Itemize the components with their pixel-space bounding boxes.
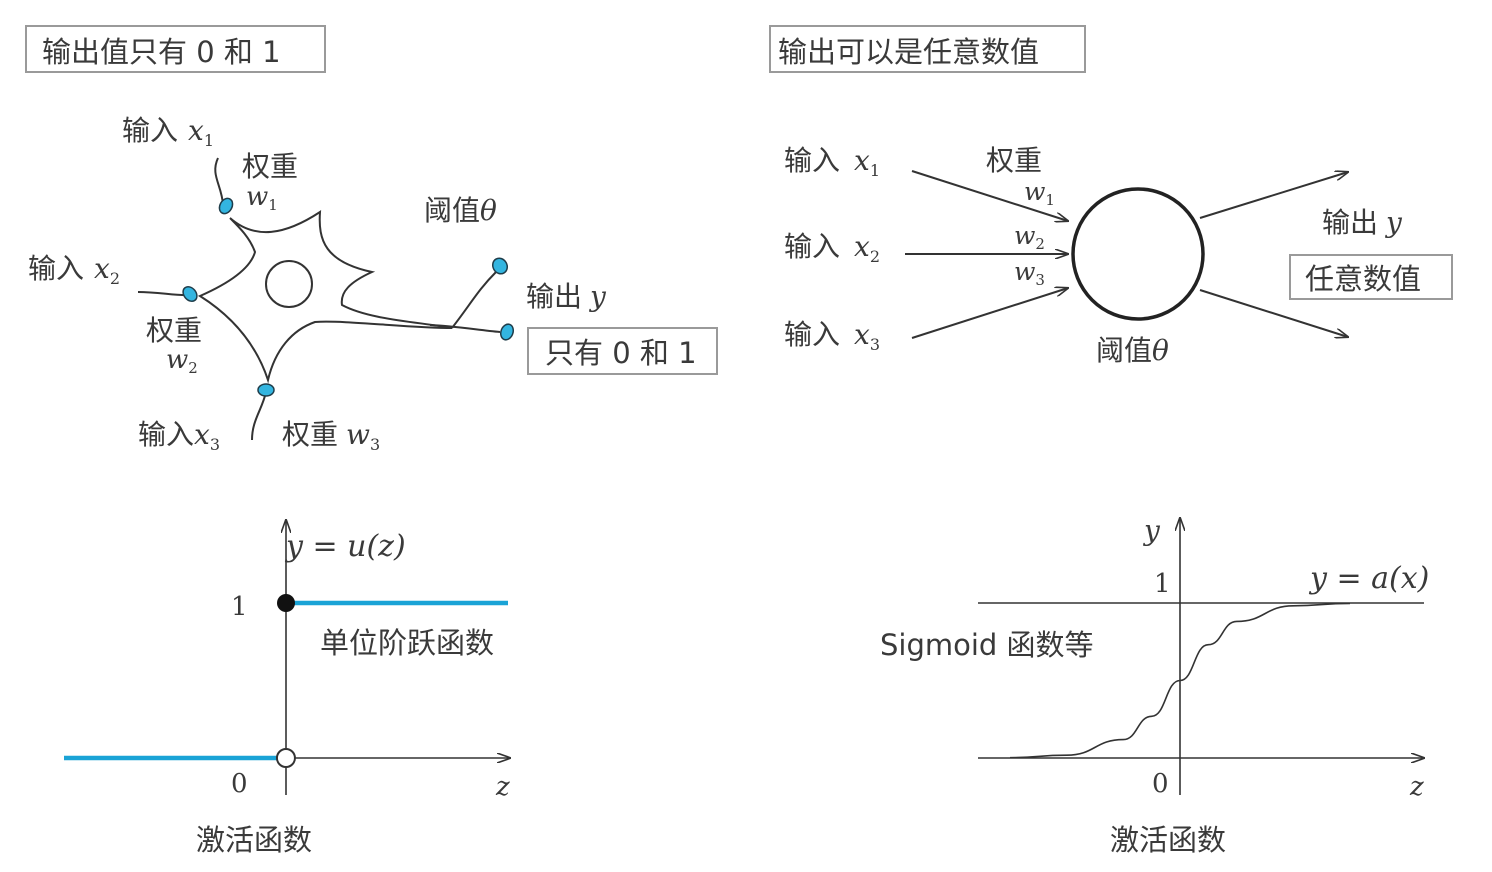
step-function-chart: y = u(z) 1 0 z 单位阶跃函数 激活函数	[64, 520, 510, 857]
step-open-point	[275, 748, 296, 768]
left-header-text: 输出值只有 0 和 1	[42, 35, 281, 69]
step-equation: y = u(z)	[284, 529, 406, 564]
sigmoid-equation: y = a(x)	[1308, 561, 1429, 596]
right-w1-label: w1	[1024, 177, 1055, 209]
sigmoid-curve	[1009, 602, 1351, 759]
step-x-axis-label: z	[495, 772, 510, 802]
step-filled-point	[277, 594, 295, 612]
synapse-3-icon	[257, 383, 275, 397]
dendrite-2	[137, 291, 191, 297]
left-weight2-label: 权重	[146, 314, 202, 347]
input1-arrow	[911, 170, 1068, 221]
synapse-1-icon	[218, 197, 234, 215]
output-arrow-upper	[1199, 172, 1348, 219]
neuron-node	[1071, 187, 1205, 321]
sigmoid-origin-label: 0	[1152, 769, 1169, 799]
dendrite-1	[214, 157, 224, 206]
synapse-2-icon	[182, 286, 198, 302]
step-y-tick-1: 1	[231, 592, 248, 622]
sigmoid-y-tick-1: 1	[1154, 569, 1171, 599]
neuron-nucleus	[265, 260, 313, 308]
left-output-box	[527, 327, 718, 375]
output-arrow-lower	[1199, 289, 1348, 337]
output-terminal-lower-icon	[499, 323, 515, 341]
dendrite-3	[251, 391, 267, 441]
axon-branch-upper	[451, 271, 497, 329]
input3-arrow	[911, 288, 1068, 339]
sigmoid-caption: 激活函数	[1110, 823, 1226, 857]
left-output-box-text: 只有 0 和 1	[545, 336, 697, 370]
left-header-box	[25, 25, 326, 73]
neuron-cell-body	[197, 210, 453, 384]
right-header-box	[769, 25, 1086, 73]
sigmoid-y-axis-label: y	[1142, 514, 1161, 547]
step-caption: 激活函数	[196, 823, 312, 857]
step-function-name: 单位阶跃函数	[320, 626, 494, 660]
left-weight2-var: w2	[166, 345, 198, 377]
axon-branch-lower	[429, 324, 501, 333]
right-output-box-text: 任意数值	[1305, 262, 1421, 296]
left-weight1-var: w1	[246, 182, 278, 214]
right-w3-label: w3	[1014, 257, 1045, 289]
right-w2-label: w2	[1014, 221, 1045, 253]
left-weight1-label: 权重	[242, 150, 298, 183]
left-input3-label: 输入x3	[138, 418, 220, 454]
sigmoid-function-name: Sigmoid 函数等	[880, 628, 1094, 662]
left-threshold-label: 阈值θ	[424, 194, 497, 227]
sigmoid-chart: y 1 y = a(x) 0 z Sigmoid 函数等 激活函数	[880, 514, 1429, 857]
output-terminal-upper-icon	[491, 257, 509, 275]
sigmoid-x-axis-label: z	[1409, 772, 1424, 802]
step-origin-label: 0	[231, 769, 248, 799]
right-header-text: 输出可以是任意数值	[778, 35, 1039, 69]
right-weight-label: 权重	[986, 144, 1042, 177]
right-threshold-label: 阈值θ	[1096, 334, 1169, 367]
right-output-box	[1289, 254, 1453, 300]
